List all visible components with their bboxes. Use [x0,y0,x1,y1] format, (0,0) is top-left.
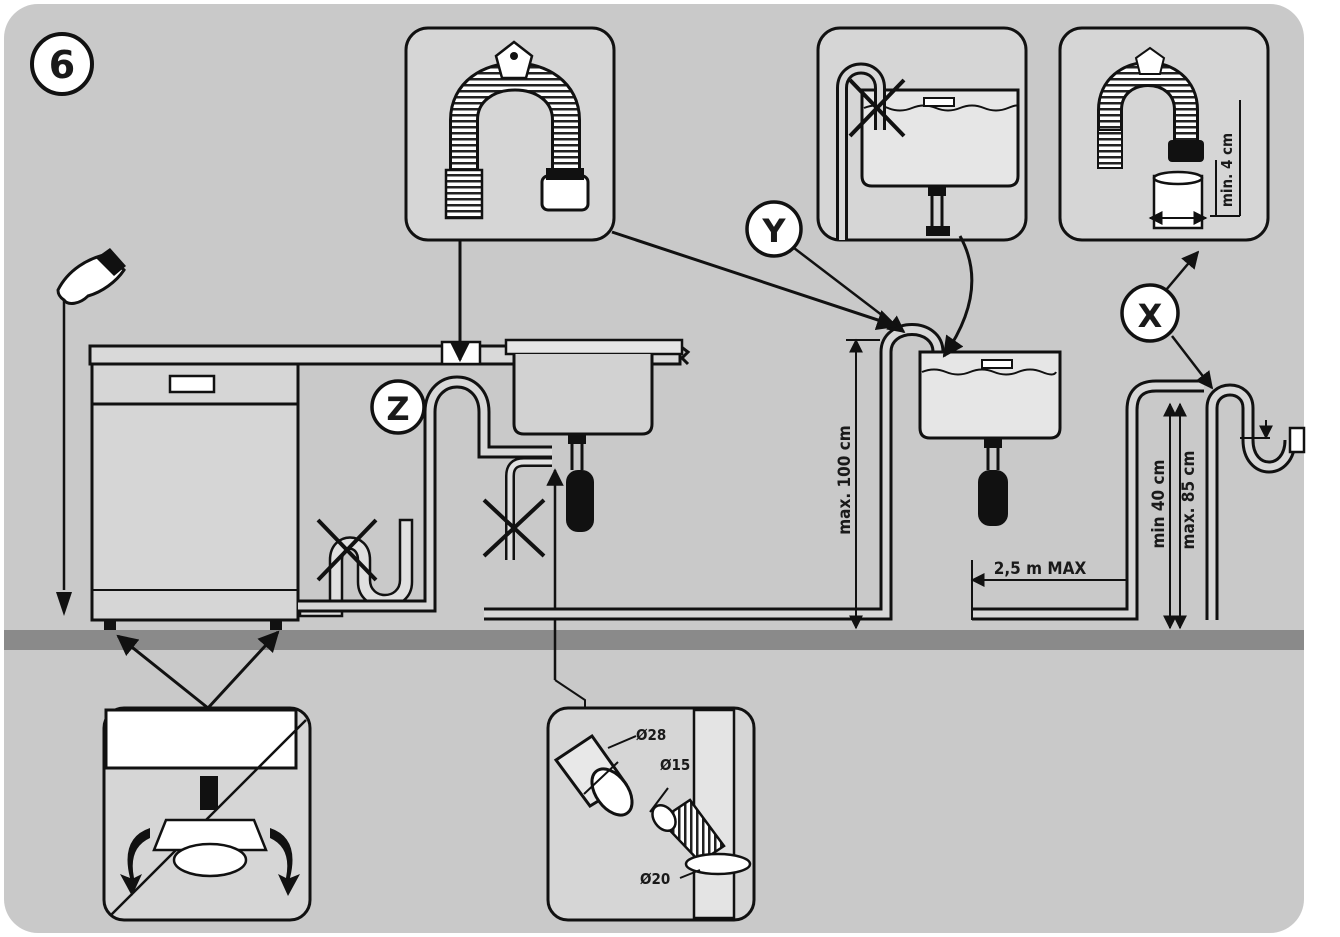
step-number: 6 [49,43,75,87]
sink-left [504,338,684,532]
dishwasher-handle [168,374,216,394]
label-min-40: min 40 cm [1149,460,1169,549]
label-min-4: min. 4 cm [1218,133,1236,207]
inset-arrow-y [611,230,898,331]
inset-standpipe-gap: min. 4 cm [1058,26,1270,242]
inset-arrow-sink [942,235,974,358]
drain-hose-z [298,375,552,613]
inset-foot-adjust [102,630,312,922]
inset-hose-guide [404,26,616,242]
callout-x: X [1120,250,1214,390]
callout-y-label: Y [761,212,786,250]
inset-submerged-incorrect [816,26,1028,242]
label-d28: Ø28 [636,726,666,744]
label-max-85: max. 85 cm [1179,451,1199,550]
sink-right [918,350,1062,526]
dishwasher [90,362,300,630]
drain-hose-y [484,323,945,621]
label-d20: Ø20 [640,870,670,888]
label-max-100: max. 100 cm [835,425,855,535]
inset-pipe-diameters: Ø28 Ø15 Ø20 [546,706,756,922]
callout-z-label: Z [386,390,409,428]
label-d15: Ø15 [660,756,690,774]
label-run-max: 2,5 m MAX [994,559,1087,579]
dimension-max-100: max. 100 cm [835,338,880,630]
wall-trap [1205,383,1306,620]
incorrect-connection-icon [482,457,552,560]
dimension-min40-max85: min 40 cm max. 85 cm [1149,402,1199,630]
callout-x-label: X [1138,297,1163,335]
callout-z: Z [370,379,426,435]
plumb-line-hand-icon [56,248,126,616]
standpipe-run: 2,5 m MAX [970,379,1204,621]
step-badge: 6 [30,32,94,96]
floor [4,630,1304,650]
